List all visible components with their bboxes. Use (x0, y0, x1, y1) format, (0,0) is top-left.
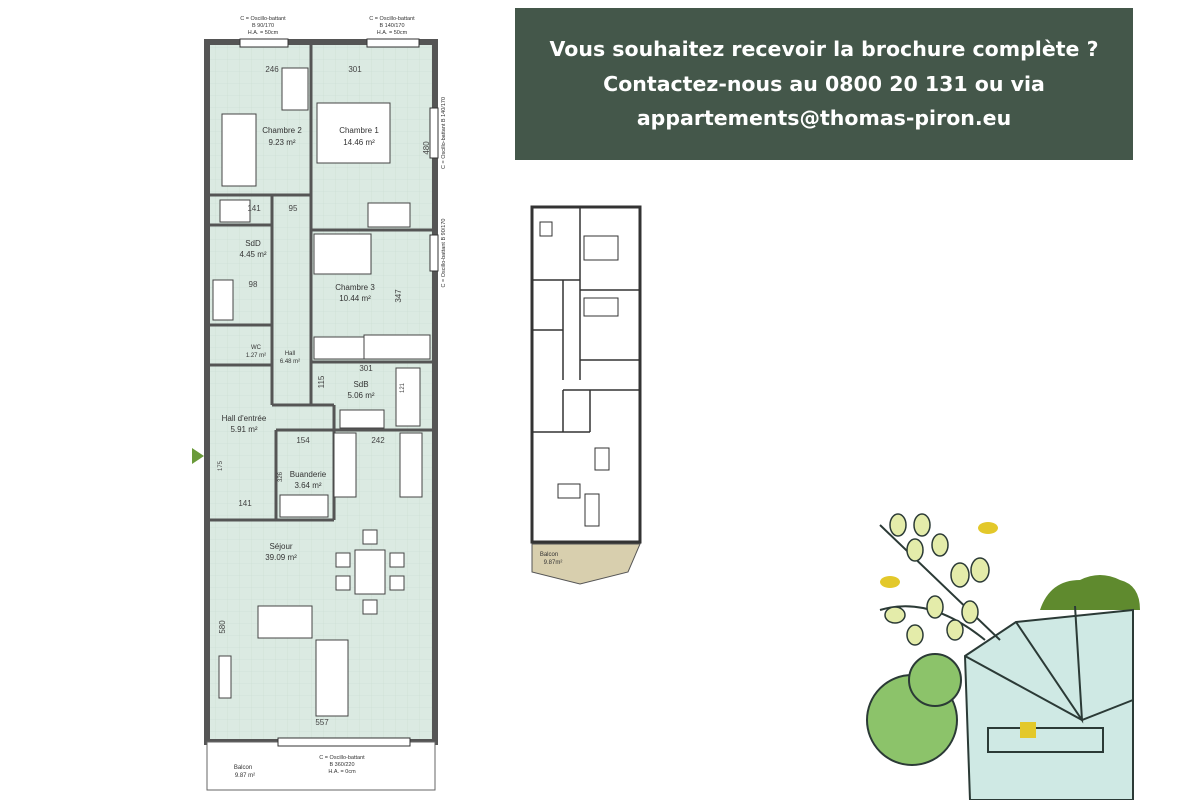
bathtub-sdb (395, 367, 421, 427)
wardrobe-chambre-1 (367, 202, 411, 228)
dimension: 141 (238, 499, 252, 508)
room-area-hall: 6.48 m² (280, 359, 300, 365)
room-label-wc: WC (251, 345, 262, 351)
internal-walls (210, 44, 432, 522)
dimension: 557 (315, 718, 329, 727)
furniture (212, 67, 431, 717)
sofa (257, 605, 313, 639)
dimension: 154 (296, 436, 310, 445)
room-label-sejour: Séjour (269, 542, 292, 551)
room-area-chambre-2: 9.23 m² (268, 138, 295, 147)
main-floor-plan: Chambre 2 9.23 m² Chambre 1 14.46 m² SdD… (192, 16, 447, 791)
room-label-buanderie: Buanderie (290, 470, 327, 479)
room-label-hall-entree: Hall d'entrée (222, 414, 267, 423)
window-top-left (239, 38, 289, 48)
dimension: 301 (348, 65, 362, 74)
dimension: 95 (289, 204, 298, 213)
chair (335, 552, 351, 568)
window-right-2 (429, 234, 439, 272)
dimension: 580 (218, 620, 227, 634)
dimension: 115 (317, 375, 326, 388)
window-label: C = Oscillo-battant B 90/170 (441, 219, 447, 288)
window-right-1 (429, 107, 439, 159)
kitchen-right (399, 432, 423, 498)
kitchen-left (333, 432, 357, 498)
window-label: C = Oscillo-battant B 140/170 (441, 97, 447, 169)
chair (389, 575, 405, 591)
room-area-balcon: 9.87 m² (235, 773, 255, 779)
room-area-sejour: 39.09 m² (265, 553, 297, 562)
building-garden-illustration-icon (866, 513, 1140, 800)
window-label: C = Oscillo-battant (319, 755, 365, 761)
window-top-right (366, 38, 420, 48)
dimension: 301 (359, 364, 373, 373)
vanity-sdb (339, 409, 385, 429)
room-area-sdd: 4.45 m² (239, 250, 266, 259)
dimension: 347 (394, 289, 403, 303)
mini-balcony-label: Balcon (540, 552, 558, 558)
room-label-hall: Hall (285, 351, 295, 357)
room-label-chambre-3: Chambre 3 (335, 283, 375, 292)
sofa-long (315, 639, 349, 717)
dimension: 121 (400, 382, 406, 393)
room-label-sdb: SdB (353, 380, 368, 389)
dimension: 98 (249, 280, 258, 289)
window-label: C = Oscillo-battant (369, 16, 415, 22)
room-label-chambre-1: Chambre 1 (339, 126, 379, 135)
window-label: H.A. = 50cm (377, 30, 408, 36)
desk-chambre-2 (281, 67, 309, 111)
window-label: B 360/220 (329, 762, 354, 768)
room-area-wc: 1.27 m² (246, 353, 266, 359)
dimension: 242 (371, 436, 385, 445)
contact-banner: Vous souhaitez recevoir la brochure comp… (515, 8, 1133, 160)
room-area-chambre-1: 14.46 m² (343, 138, 375, 147)
banner-line-3: appartements@thomas-piron.eu (636, 106, 1012, 131)
window-label: H.A. = 50cm (248, 30, 279, 36)
window-bottom (277, 737, 411, 747)
dimension: 141 (247, 204, 261, 213)
chair (335, 575, 351, 591)
desk-chambre-3 (363, 334, 431, 360)
room-label-sdd: SdD (245, 239, 261, 248)
washer-dryer (279, 494, 329, 518)
bed-chambre-3 (313, 233, 372, 275)
banner-line-1: Vous souhaitez recevoir la brochure comp… (549, 37, 1099, 62)
bed-chambre-2 (221, 113, 257, 187)
dimension: 480 (422, 141, 431, 155)
mini-balcony-area: 9.87m² (544, 560, 563, 566)
room-label-balcon: Balcon (234, 765, 252, 771)
mini-balcony (531, 543, 641, 585)
room-area-chambre-3: 10.44 m² (339, 294, 371, 303)
tv-cabinet (218, 655, 232, 699)
bed-chambre-1 (316, 102, 391, 164)
chair (362, 599, 378, 615)
banner-line-2: Contactez-nous au 0800 20 131 ou via (603, 71, 1045, 96)
dining-table (354, 549, 386, 595)
room-label-chambre-2: Chambre 2 (262, 126, 302, 135)
entrance-arrow-icon (192, 448, 204, 464)
dimension: 326 (278, 471, 284, 482)
room-area-hall-entree: 5.91 m² (230, 425, 257, 434)
dimension-labels: 246 301 480 141 95 98 347 301 115 154 24… (218, 65, 431, 727)
bathtub-sdd (212, 279, 234, 321)
window-label: H.A. = 0cm (328, 769, 356, 775)
wardrobe-chambre-3 (313, 336, 365, 360)
dimension: 246 (265, 65, 279, 74)
dimension: 175 (218, 460, 224, 471)
room-area-sdb: 5.06 m² (347, 391, 374, 400)
window-label: B 140/170 (379, 23, 404, 29)
window-label: C = Oscillo-battant (240, 16, 286, 22)
window-label: B 90/170 (252, 23, 274, 29)
chair (389, 552, 405, 568)
mini-floor-plan: Balcon 9.87m² (530, 205, 642, 585)
shower (219, 199, 251, 223)
chair (362, 529, 378, 545)
room-area-buanderie: 3.64 m² (294, 481, 321, 490)
